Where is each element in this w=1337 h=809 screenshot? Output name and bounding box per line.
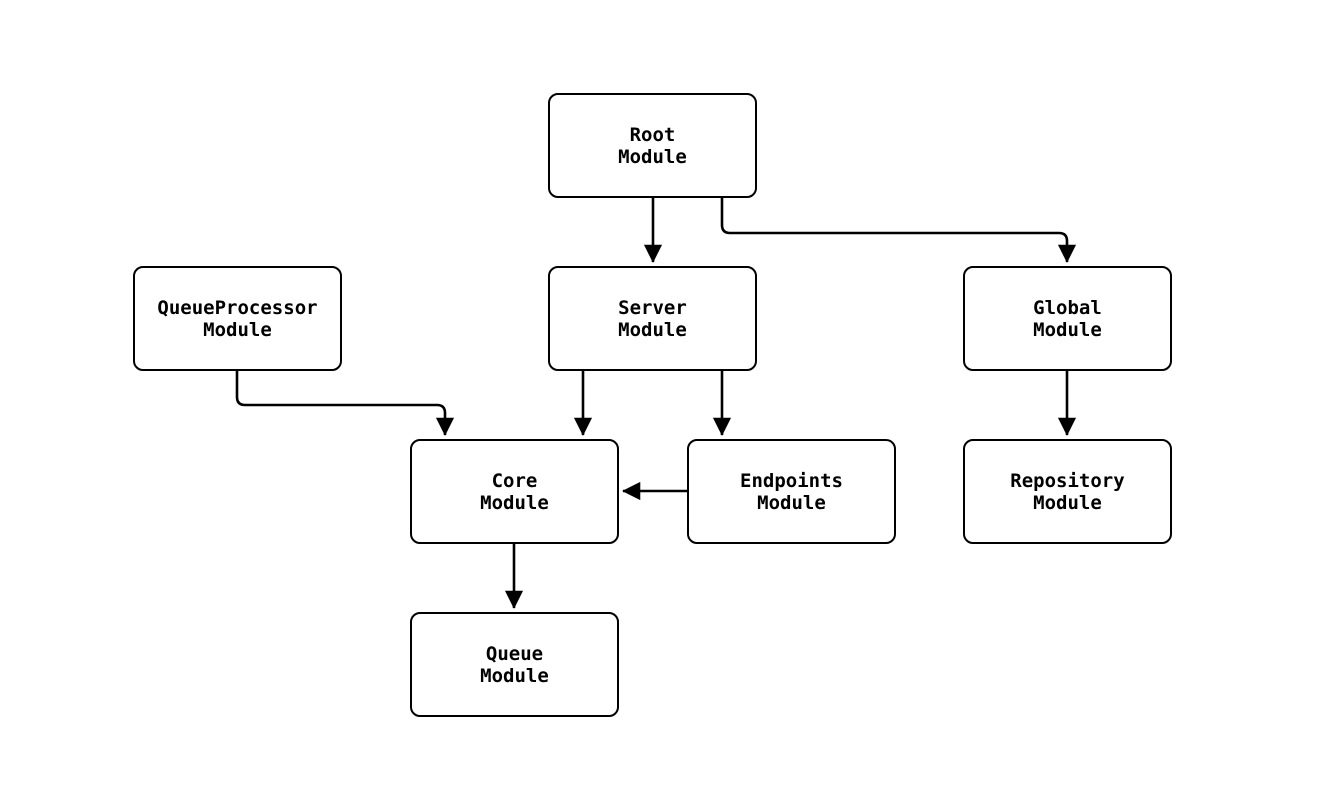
node-queueprocessor-module: QueueProcessor Module [133, 266, 342, 371]
node-label-line: Module [480, 491, 549, 514]
node-label-line: Queue [485, 642, 544, 665]
node-core-module: Core Module [410, 439, 619, 544]
node-queue-module: Queue Module [410, 612, 619, 717]
node-label-line: Global [1033, 296, 1102, 319]
node-label-line: Module [757, 491, 826, 514]
node-root-module: Root Module [548, 93, 757, 198]
node-server-module: Server Module [548, 266, 757, 371]
node-endpoints-module: Endpoints Module [687, 439, 896, 544]
edge-queueprocessor-to-core [235, 371, 455, 436]
node-label-line: Module [1033, 491, 1102, 514]
edge-root-to-global [720, 198, 1077, 263]
node-label-line: QueueProcessor [157, 296, 318, 319]
node-label-line: Endpoints [740, 469, 843, 492]
node-label-line: Server [618, 296, 687, 319]
node-label-line: Module [480, 664, 549, 687]
node-label-line: Module [618, 145, 687, 168]
node-global-module: Global Module [963, 266, 1172, 371]
node-label-line: Module [618, 318, 687, 341]
node-label-line: Root [629, 123, 676, 146]
node-label-line: Module [203, 318, 272, 341]
node-label-line: Core [491, 469, 538, 492]
node-repository-module: Repository Module [963, 439, 1172, 544]
node-label-line: Module [1033, 318, 1102, 341]
node-label-line: Repository [1010, 469, 1125, 492]
